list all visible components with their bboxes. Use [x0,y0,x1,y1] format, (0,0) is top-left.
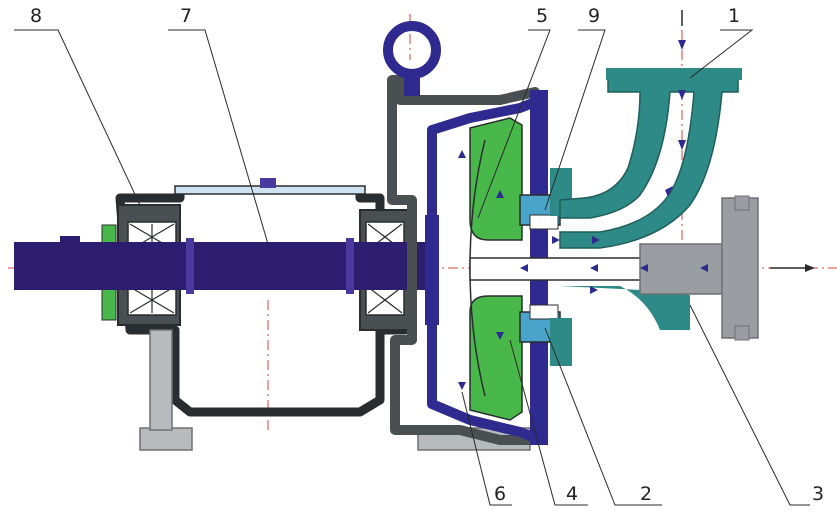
callout-3: 3 [812,483,824,505]
leader-9 [544,29,606,211]
flow-arrows [458,10,815,390]
callout-2: 2 [640,483,652,505]
outlet [469,195,759,341]
flow-arrow-6 [552,236,560,244]
flow-arrow-15 [458,382,466,390]
leader-lines [14,29,810,506]
flow-arrow-8 [590,264,598,272]
flow-arrow-3 [678,140,686,150]
rear-foot-leg [149,329,173,431]
flow-arrow-7 [520,264,528,272]
flow-arrow-12 [496,190,504,198]
flow-arrow-11 [590,286,598,294]
rear-foot [139,427,193,451]
impeller [469,117,523,421]
callout-1: 1 [728,5,740,27]
callout-6: 6 [494,483,506,505]
leader-7 [168,29,269,245]
seal-ring-lower [529,304,559,320]
flow-arrow-1 [678,40,686,50]
pump-casing [383,21,540,445]
seal-gland-lower [550,318,572,366]
flange-bolt-top [734,195,750,211]
outlet-tube [469,257,661,281]
leader-8 [14,29,141,206]
casing-outline [387,75,540,445]
leader-2 [544,327,662,506]
leader-5 [477,29,551,219]
flow-arrow-13 [496,332,504,340]
shaft-key [60,236,80,242]
callout-5: 5 [536,5,548,27]
discharge-body [639,243,731,295]
lifting-eye-stem [404,72,420,96]
front-bearing-lower-x [367,286,403,314]
inlet-elbow [559,68,742,249]
leader-6 [461,391,512,506]
shaft-body [14,242,434,290]
leader-3 [689,304,810,506]
flow-arrow-2 [678,90,686,100]
leader-1 [689,29,754,79]
rear-bearing-lower-x [129,286,175,314]
flow-out-arrowhead [805,264,815,272]
inlet-elbow-shape [559,75,739,249]
oil-cap [260,178,276,188]
impeller-hub [425,215,439,325]
flow-arrow-5 [592,236,600,244]
lifting-eye [383,21,441,79]
impeller-upper [469,117,523,241]
inlet-flange [606,68,742,80]
flow-arrow-9 [640,264,648,272]
callout-labels: 8 7 5 9 1 6 4 2 3 [30,5,824,505]
flow-arrow-14 [458,150,466,158]
callout-8: 8 [30,5,42,27]
shaft [14,236,434,294]
shaft-collar-b [346,238,354,294]
flange-bolt-bottom [734,325,750,341]
callout-4: 4 [566,483,578,505]
outlet-elbow-lower [560,286,690,330]
flow-arrow-4 [665,186,673,197]
callout-7: 7 [180,5,192,27]
seal-ring-upper [529,214,559,230]
leader-4 [509,339,588,506]
callout-9: 9 [588,5,600,27]
shaft-collar-a [186,238,194,294]
flow-arrow-10 [700,264,708,272]
discharge-flange [721,197,759,339]
